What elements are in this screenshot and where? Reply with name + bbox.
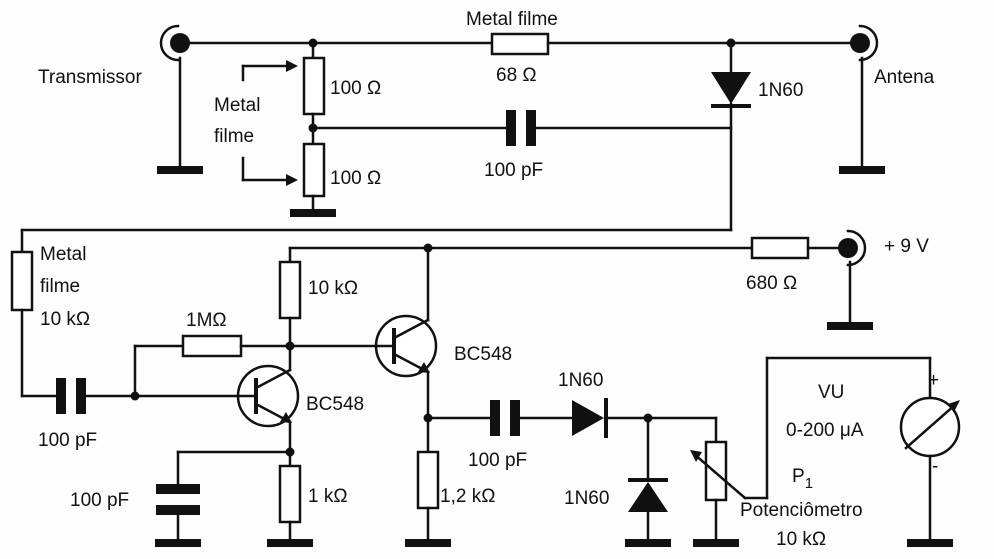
label-p1: P1	[792, 466, 813, 492]
capacitor-plate	[526, 110, 536, 146]
label-metal-rf: Metal	[40, 244, 86, 265]
resistor-10k	[278, 260, 302, 320]
ground-icon	[907, 539, 953, 547]
arrow-icon	[286, 174, 298, 186]
resistor-1k	[278, 464, 302, 524]
label-1k2: 1,2 kΩ	[440, 486, 495, 507]
label-1k: 1 kΩ	[308, 486, 348, 507]
label-antena: Antena	[874, 67, 935, 88]
capacitor-plate	[56, 378, 66, 414]
vu-meter	[899, 396, 961, 458]
label-10k-rf: 10 kΩ	[40, 309, 90, 330]
label-filme-rf: filme	[40, 276, 80, 297]
capacitor-plate	[76, 378, 86, 414]
resistor-1k2	[416, 450, 440, 510]
label-100-ohm-a: 100 Ω	[330, 78, 381, 99]
label-metal: Metal	[214, 95, 260, 116]
ground-icon	[290, 209, 336, 217]
label-filme: filme	[214, 126, 254, 147]
capacitor-plate	[506, 110, 516, 146]
label-100pf-out: 100 pF	[468, 450, 527, 471]
antenna-connector	[839, 24, 885, 174]
ground-icon	[405, 539, 451, 547]
resistor-10k-metal	[10, 250, 34, 312]
ground-icon	[155, 539, 201, 547]
diode-1n60-shunt	[628, 482, 668, 512]
ground-icon	[267, 539, 313, 547]
capacitor-plate	[156, 505, 200, 515]
pot-wiper-arrow	[692, 452, 747, 500]
label-1n60-shunt: 1N60	[564, 488, 609, 509]
label-vu-plus: +	[928, 370, 939, 391]
label-p1-value: 10 kΩ	[776, 529, 826, 550]
label-vu: VU	[818, 382, 844, 403]
label-100pf-top: 100 pF	[484, 160, 543, 181]
label-680-ohm: 680 Ω	[746, 273, 797, 294]
label-vu-minus: -	[932, 456, 938, 477]
label-1mohm: 1MΩ	[186, 310, 227, 331]
label-transmissor: Transmissor	[38, 67, 142, 88]
resistor-100ohm-bottom	[302, 142, 326, 198]
arrow-icon	[286, 60, 298, 72]
label-q2: BC548	[454, 344, 512, 365]
ground-icon	[157, 166, 203, 174]
capacitor-plate	[156, 484, 200, 494]
capacitor-plate	[510, 400, 520, 436]
potentiometer-p1	[704, 440, 728, 502]
label-supply: + 9 V	[884, 236, 929, 257]
resistor-100ohm-top	[302, 56, 326, 116]
ground-icon	[827, 322, 873, 330]
label-potenciometro: Potenciômetro	[740, 500, 863, 521]
label-100pf-in: 100 pF	[38, 430, 97, 451]
label-68-ohm: 68 Ω	[496, 65, 537, 86]
label-10k: 10 kΩ	[308, 278, 358, 299]
resistor-680ohm	[750, 236, 810, 260]
diode-1n60-top	[711, 72, 751, 104]
resistor-1mohm	[181, 334, 243, 358]
ground-icon	[693, 539, 739, 547]
label-100pf-emit: 100 pF	[70, 490, 129, 511]
diode-1n60-series	[572, 400, 604, 436]
ground-icon	[839, 166, 885, 174]
label-q1: BC548	[306, 394, 364, 415]
label-100-ohm-b: 100 Ω	[330, 168, 381, 189]
label-1n60-series: 1N60	[558, 370, 603, 391]
label-vu-range: 0-200 μA	[786, 420, 864, 441]
transistor-q1	[236, 364, 300, 428]
label-metal-filme-top: Metal filme	[466, 9, 558, 30]
capacitor-plate	[490, 400, 500, 436]
supply-connector	[827, 229, 873, 330]
transmitter-connector	[157, 24, 203, 174]
resistor-68ohm	[490, 32, 550, 56]
label-1n60-top: 1N60	[758, 80, 803, 101]
transistor-q2	[374, 314, 438, 378]
ground-icon	[625, 539, 671, 547]
